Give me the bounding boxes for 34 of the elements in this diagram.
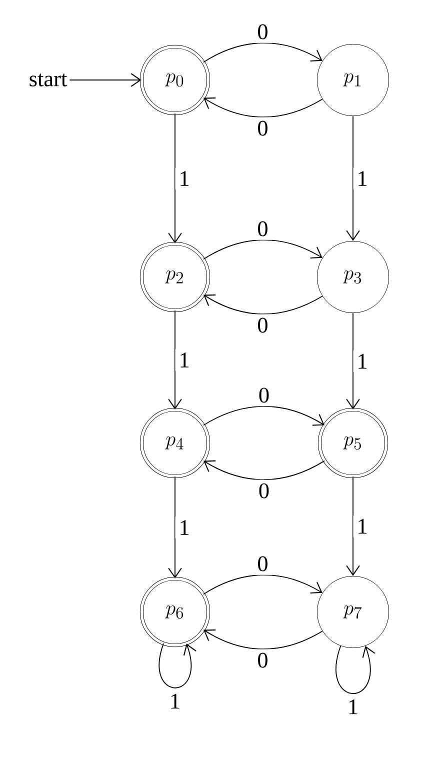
arrow: [203, 42, 322, 63]
arrow: [168, 113, 182, 244]
edge-label: 1: [358, 518, 367, 534]
edge-label: 1: [180, 520, 189, 535]
arrow: [203, 97, 323, 118]
arrow: [158, 643, 196, 688]
edge-label: 1: [180, 352, 189, 368]
arrow: [168, 476, 182, 578]
edge-label: 0: [258, 24, 268, 40]
arrow: [346, 116, 360, 241]
edge-label: 1: [349, 699, 358, 714]
arrow: [168, 310, 182, 410]
arrow: [346, 312, 360, 410]
arrow: [203, 629, 323, 650]
arrow: [203, 294, 323, 315]
edge-label: 1: [171, 694, 180, 708]
arrow: [203, 406, 325, 426]
arrow: [69, 73, 142, 87]
arrow: [346, 476, 360, 576]
start-label: start: [30, 74, 68, 86]
edge-label: 0: [258, 556, 268, 572]
arrow: [203, 574, 322, 595]
edge-label: 0: [258, 120, 268, 136]
arrow: [336, 645, 376, 694]
edge-label: 0: [258, 318, 268, 333]
edge-label: 1: [358, 171, 367, 186]
arrow: [203, 460, 325, 480]
edge-label: 0: [258, 652, 268, 668]
arrow: [203, 239, 322, 260]
edge-label: 1: [358, 354, 367, 369]
edge-label: 0: [259, 388, 269, 403]
edge-label: 1: [180, 171, 189, 186]
edge-label: 0: [259, 483, 269, 498]
edge-label: 0: [258, 221, 268, 236]
